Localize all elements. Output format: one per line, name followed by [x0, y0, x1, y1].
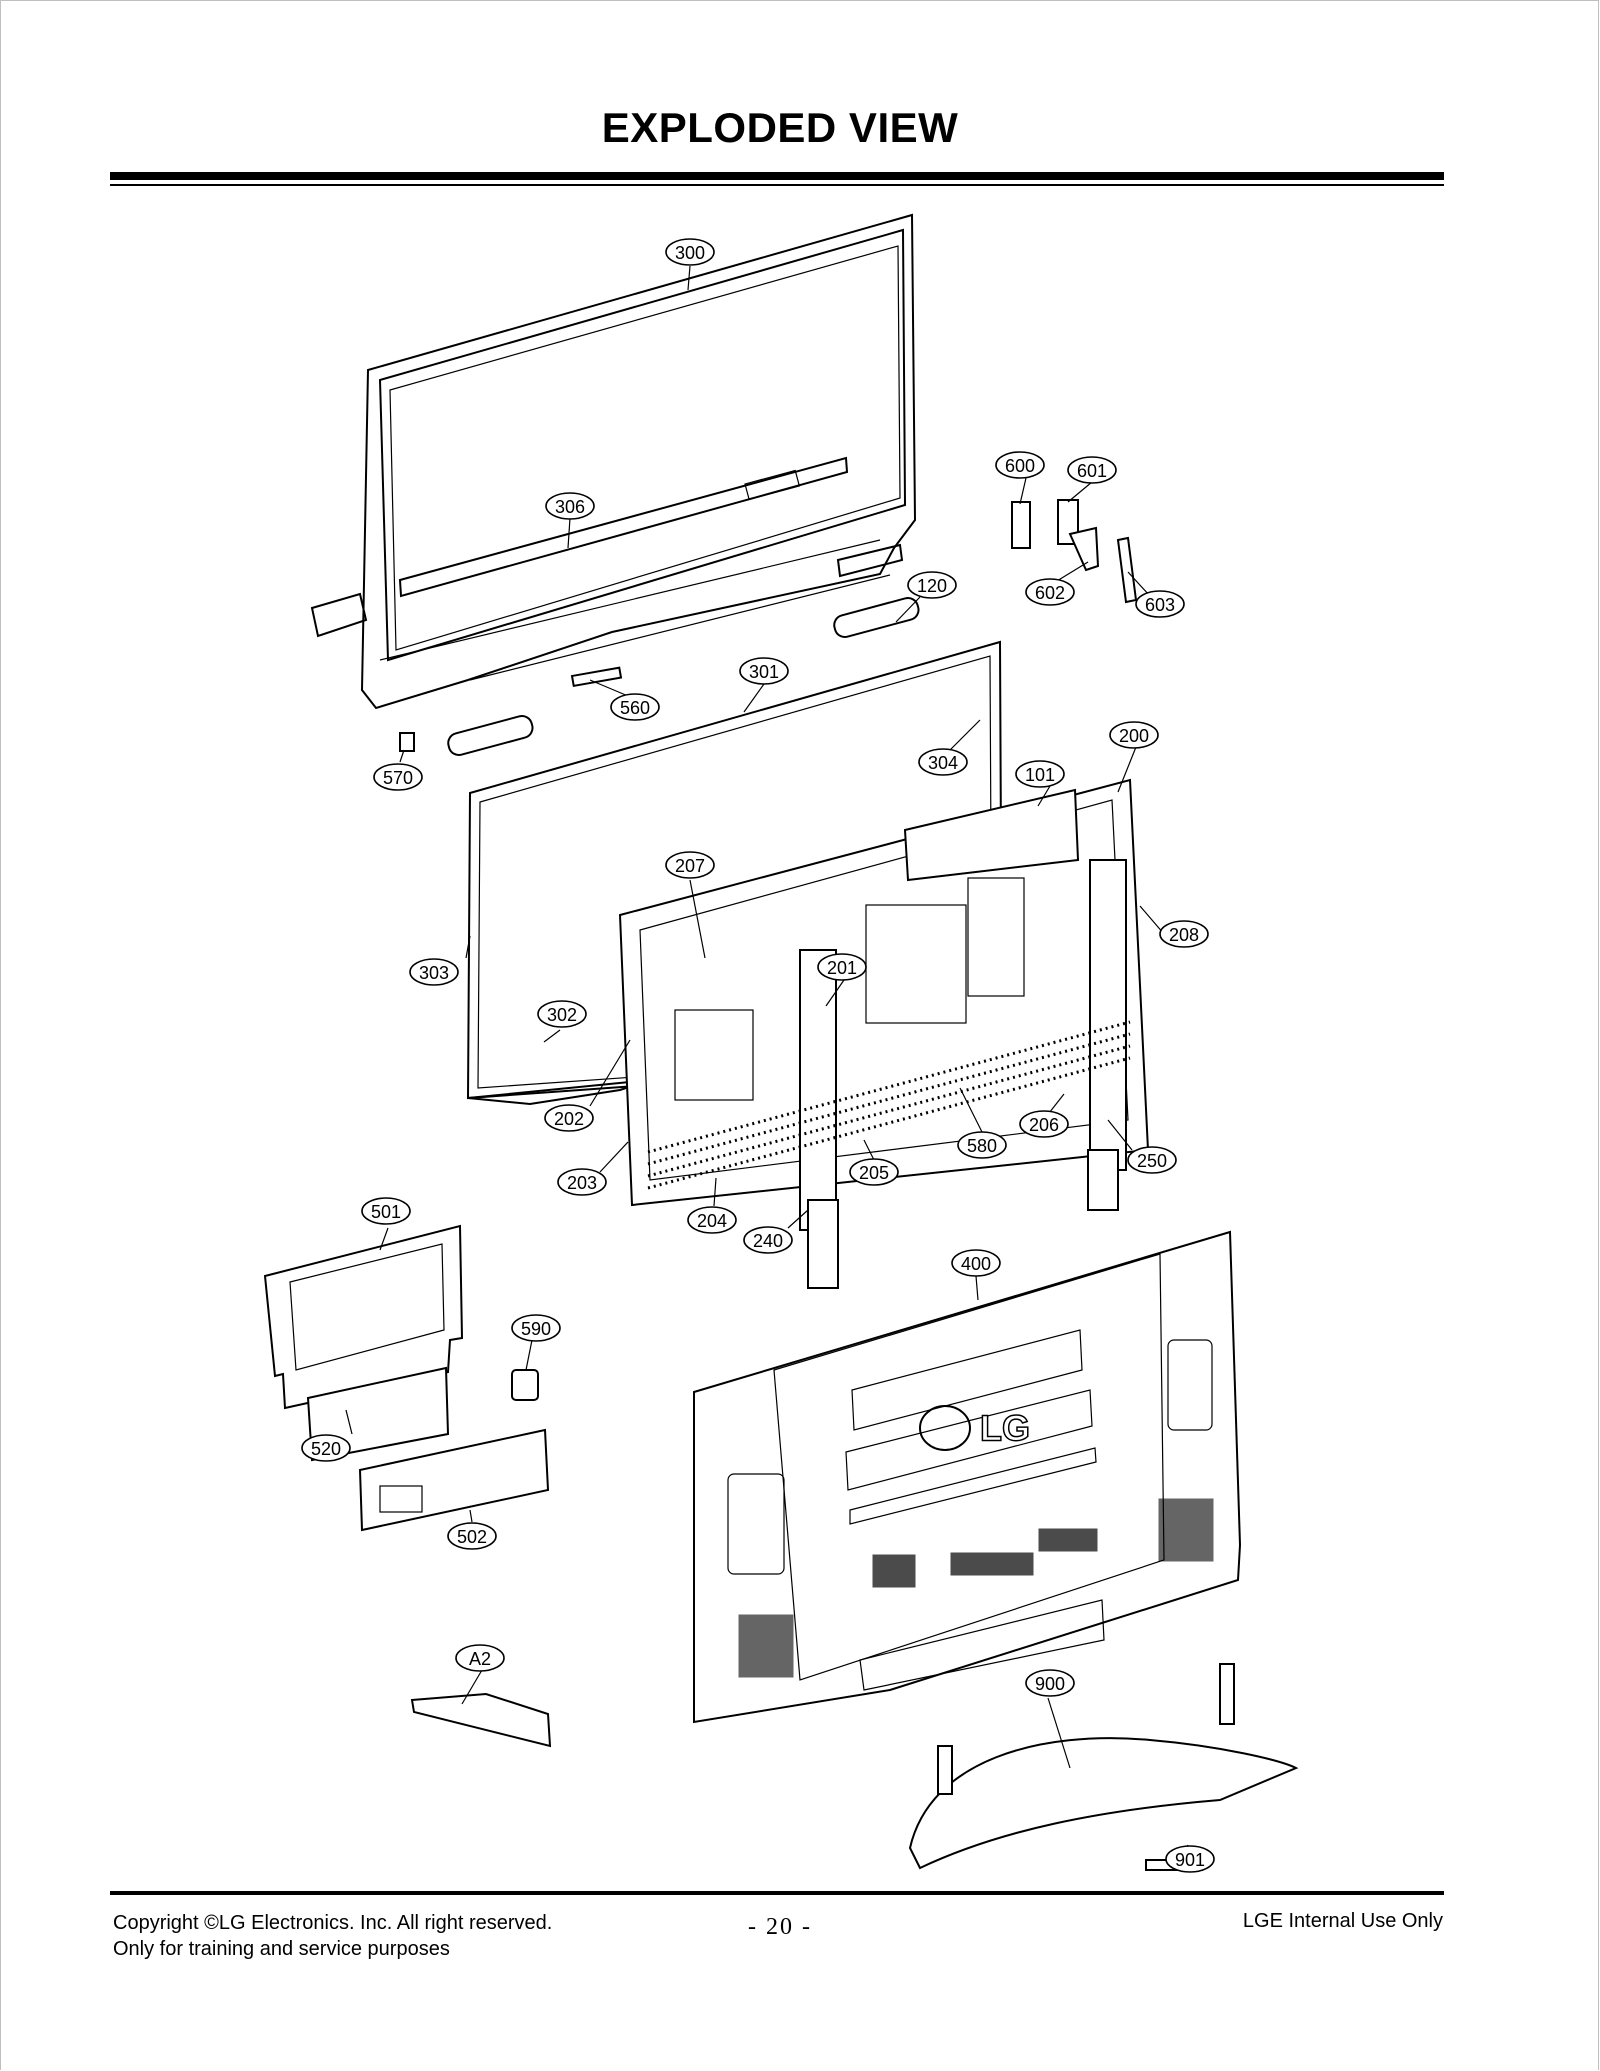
svg-text:300: 300: [675, 243, 705, 263]
svg-text:304: 304: [928, 753, 958, 773]
footer-left: Copyright ©LG Electronics. Inc. All righ…: [113, 1910, 552, 1962]
svg-text:250: 250: [1137, 1151, 1167, 1171]
label-200: 200: [1109, 721, 1159, 749]
part-stand: [908, 1663, 1299, 1871]
label-240: 240: [743, 1226, 793, 1254]
svg-text:202: 202: [554, 1109, 584, 1129]
label-590: 590: [511, 1314, 561, 1342]
svg-text:206: 206: [1029, 1115, 1059, 1135]
label-208: 208: [1159, 920, 1209, 948]
part-speaker-left: [447, 714, 534, 757]
label-101: 101: [1015, 760, 1065, 788]
svg-text:303: 303: [419, 963, 449, 983]
svg-text:580: 580: [967, 1136, 997, 1156]
svg-text:502: 502: [457, 1527, 487, 1547]
back-cover-logo: LG: [980, 1408, 1030, 1449]
label-560: 560: [610, 693, 660, 721]
label-520: 520: [301, 1434, 351, 1462]
svg-text:201: 201: [827, 958, 857, 978]
svg-text:208: 208: [1169, 925, 1199, 945]
part-remote-a2: [410, 1692, 552, 1748]
svg-text:207: 207: [675, 856, 705, 876]
part-filter-strip: [398, 456, 849, 598]
internal-use-notice: LGE Internal Use Only: [1242, 1910, 1443, 1932]
svg-text:205: 205: [859, 1163, 889, 1183]
page-title: EXPLODED VIEW: [601, 104, 959, 151]
part-560: [570, 666, 623, 688]
label-570: 570: [373, 763, 423, 791]
svg-text:590: 590: [521, 1319, 551, 1339]
part-back-cover: LG: [693, 1230, 1242, 1724]
svg-text:204: 204: [697, 1211, 727, 1231]
training-notice: Only for training and service purposes: [113, 1938, 450, 1960]
label-602: 602: [1025, 578, 1075, 606]
label-306: 306: [545, 492, 595, 520]
svg-text:101: 101: [1025, 765, 1055, 785]
title-rule-thick: [110, 172, 1444, 180]
svg-text:306: 306: [555, 497, 585, 517]
part-front-bezel: [310, 213, 917, 710]
part-590: [511, 1369, 539, 1401]
svg-text:602: 602: [1035, 583, 1065, 603]
part-brackets-600-603: [1011, 499, 1138, 604]
part-io-board-assembly: [263, 1224, 550, 1532]
svg-text:301: 301: [749, 662, 779, 682]
label-502: 502: [447, 1522, 497, 1550]
label-201: 201: [817, 953, 867, 981]
svg-text:570: 570: [383, 768, 413, 788]
label-600: 600: [995, 451, 1045, 479]
svg-text:120: 120: [917, 576, 947, 596]
label-303: 303: [409, 958, 459, 986]
label-300: 300: [665, 238, 715, 266]
label-a2: A2: [455, 1644, 505, 1672]
label-206: 206: [1019, 1110, 1069, 1138]
label-901: 901: [1165, 1845, 1215, 1873]
label-204: 204: [687, 1206, 737, 1234]
part-570: [399, 732, 415, 752]
label-900: 900: [1025, 1669, 1075, 1697]
svg-text:302: 302: [547, 1005, 577, 1025]
title-rule-thin: [110, 184, 1444, 186]
page-number: - 20 -: [748, 1914, 812, 1940]
svg-text:A2: A2: [469, 1649, 491, 1669]
svg-text:501: 501: [371, 1202, 401, 1222]
label-302: 302: [537, 1000, 587, 1028]
label-250: 250: [1127, 1146, 1177, 1174]
svg-text:400: 400: [961, 1254, 991, 1274]
svg-text:560: 560: [620, 698, 650, 718]
label-501: 501: [361, 1197, 411, 1225]
svg-text:200: 200: [1119, 726, 1149, 746]
label-580: 580: [957, 1131, 1007, 1159]
label-205: 205: [849, 1158, 899, 1186]
label-601: 601: [1067, 456, 1117, 484]
part-speaker-right: [833, 596, 920, 639]
svg-text:240: 240: [753, 1231, 783, 1251]
svg-text:900: 900: [1035, 1674, 1065, 1694]
part-bracket-250: [1087, 1149, 1119, 1211]
label-603: 603: [1135, 590, 1185, 618]
svg-text:203: 203: [567, 1173, 597, 1193]
label-203: 203: [557, 1168, 607, 1196]
copyright-text: Copyright ©LG Electronics. Inc. All righ…: [113, 1912, 553, 1934]
label-120: 120: [907, 571, 957, 599]
label-301: 301: [739, 657, 789, 685]
footer-rule: [110, 1891, 1444, 1895]
svg-text:520: 520: [311, 1439, 341, 1459]
label-304: 304: [918, 748, 968, 776]
svg-text:603: 603: [1145, 595, 1175, 615]
part-bracket-240: [807, 1199, 839, 1289]
svg-text:601: 601: [1077, 461, 1107, 481]
label-207: 207: [665, 851, 715, 879]
label-202: 202: [544, 1104, 594, 1132]
label-400: 400: [951, 1249, 1001, 1277]
svg-text:901: 901: [1175, 1850, 1205, 1870]
svg-text:600: 600: [1005, 456, 1035, 476]
